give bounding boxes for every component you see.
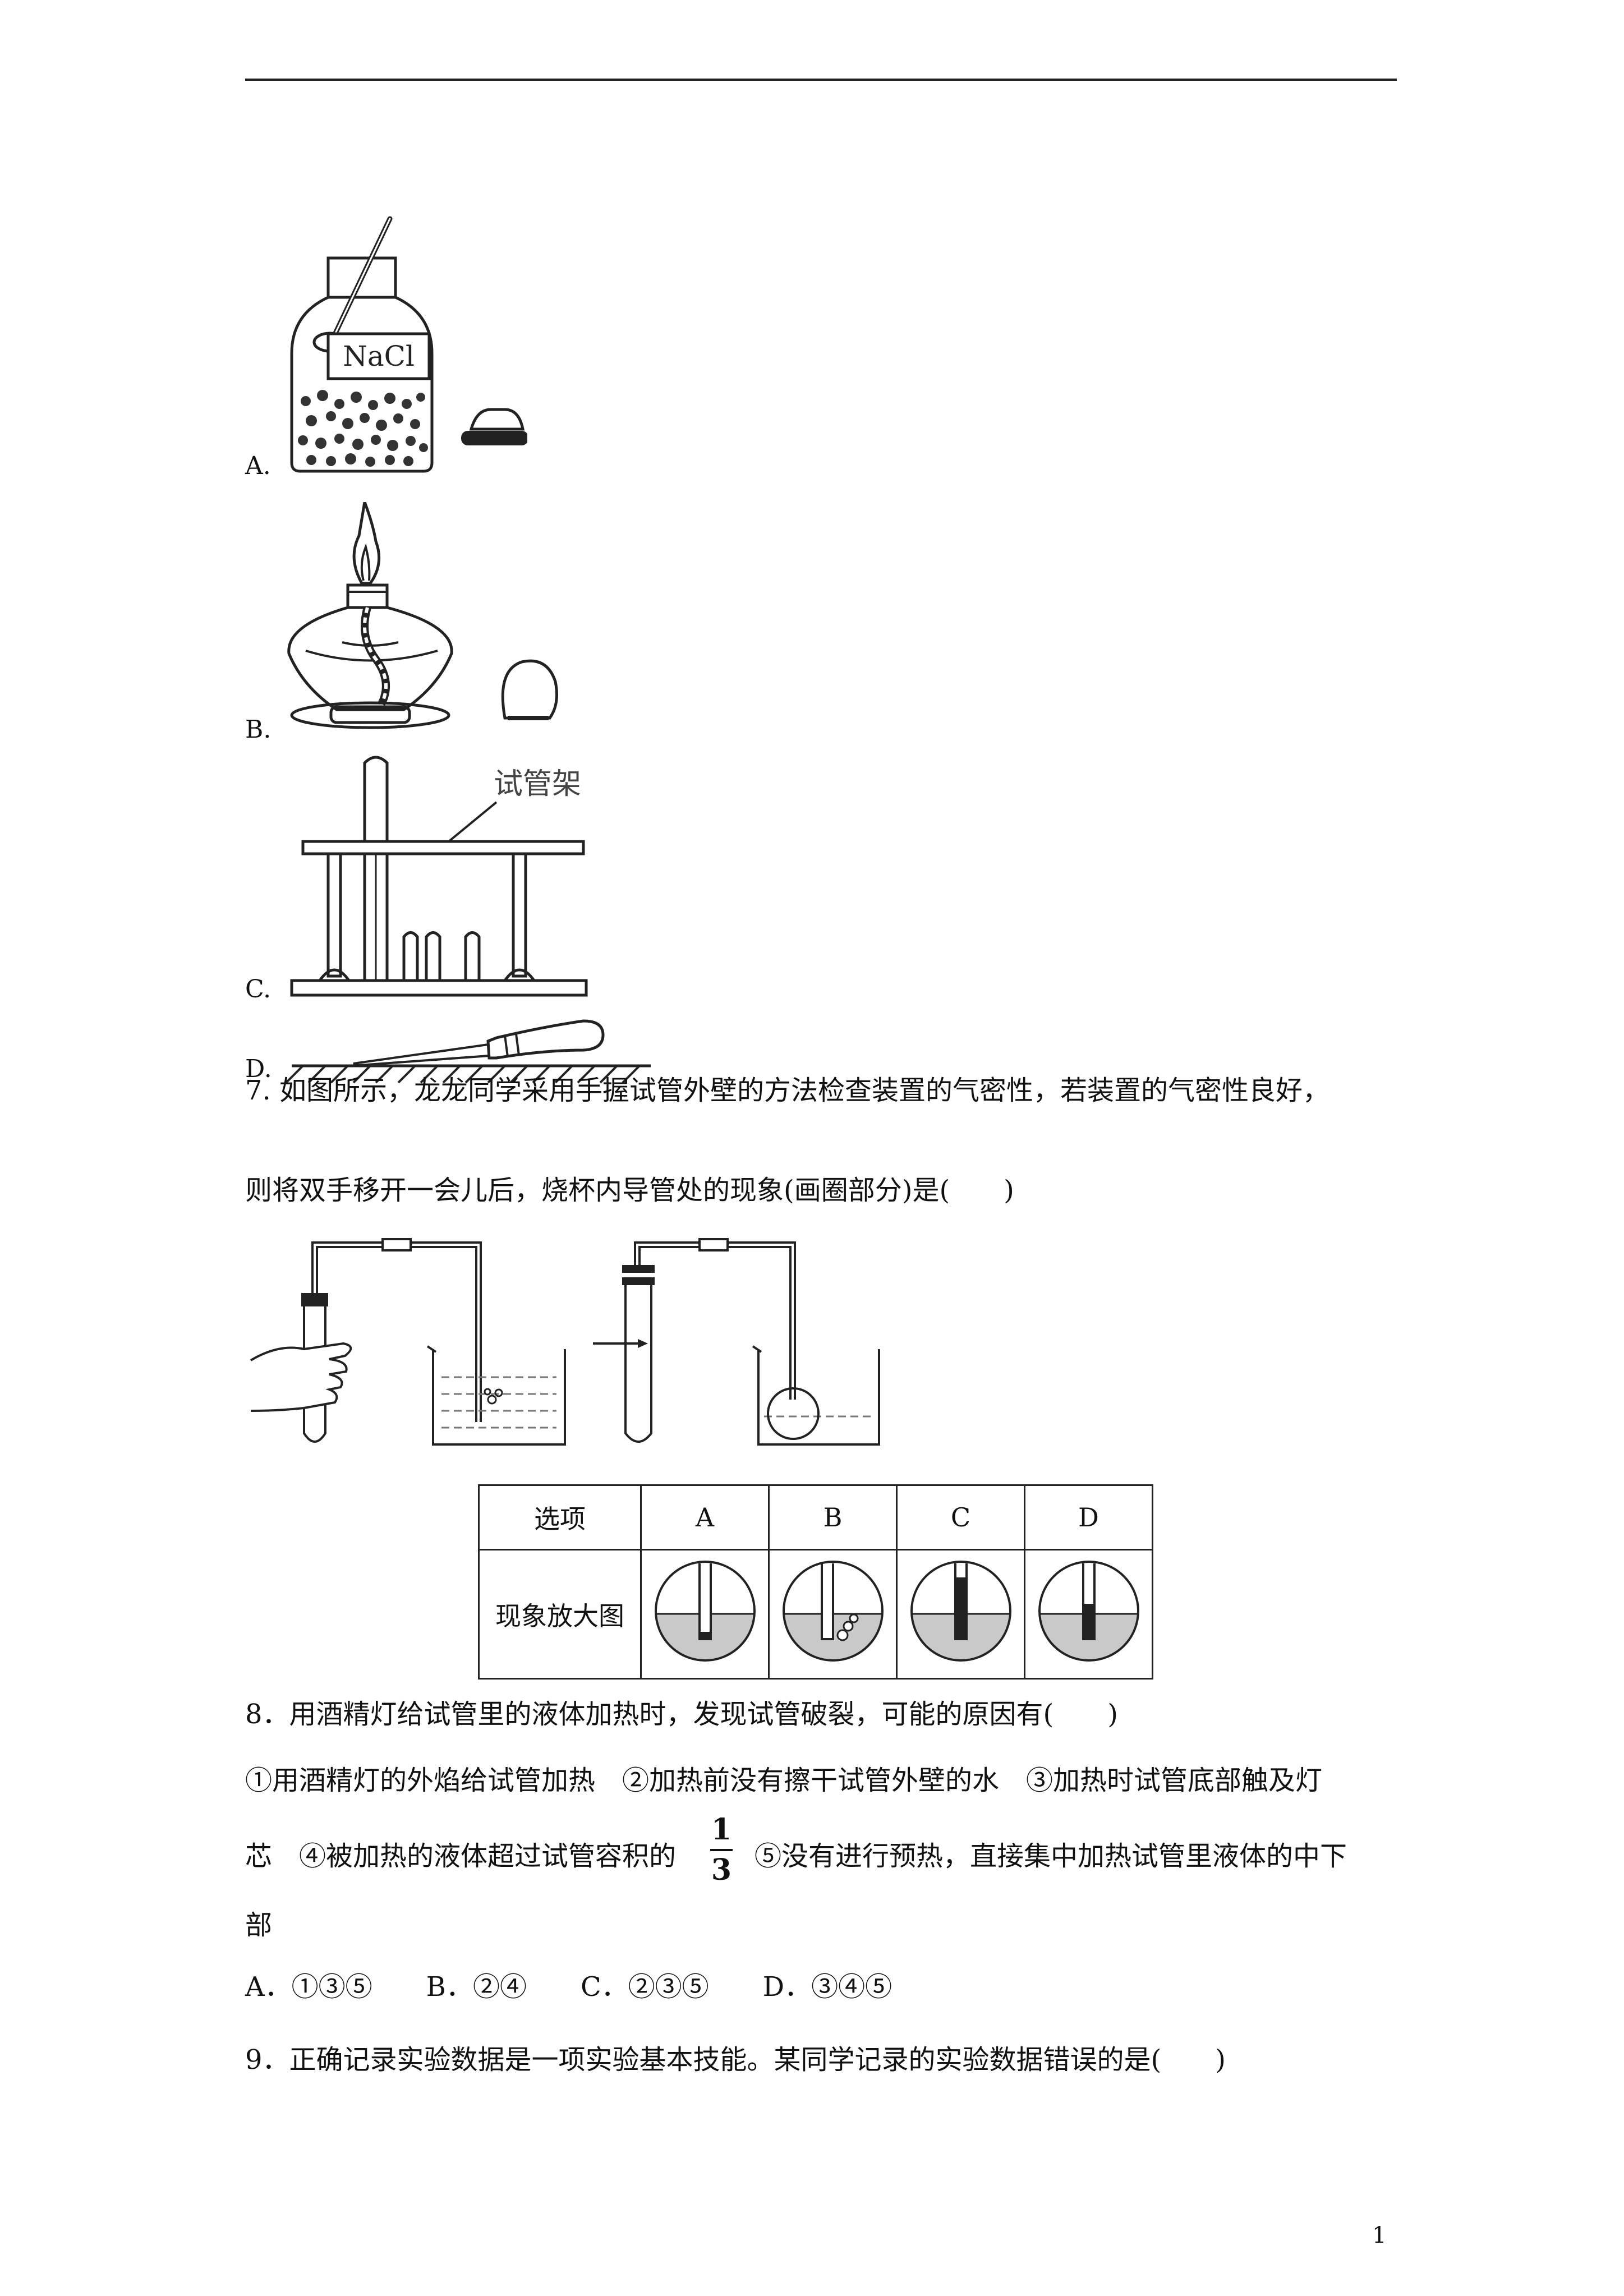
- magnified-circle-b: [782, 1561, 884, 1662]
- fraction-bar: [710, 1849, 733, 1851]
- table-choice-c: C: [896, 1484, 1025, 1550]
- magnified-view-d: [1024, 1549, 1153, 1680]
- table-choice-d: D: [1024, 1484, 1153, 1550]
- q7-line-1: 7. 如图所示，龙龙同学采用手握试管外壁的方法检查装置的气密性，若装置的气密性良…: [245, 1075, 1330, 1106]
- option-d-label: D.: [245, 1055, 272, 1083]
- table-row-label: 现象放大图: [478, 1549, 642, 1680]
- q9-stem: 9．正确记录实验数据是一项实验基本技能。某同学记录的实验数据错误的是( ): [245, 2044, 1226, 2076]
- q8-line-1: ①用酒精灯的外焰给试管加热 ②加热前没有擦干试管外壁的水 ③加热时试管底部触及灯: [245, 1765, 1323, 1796]
- rack-label: 试管架: [494, 767, 581, 801]
- table-choice-b: B: [768, 1484, 898, 1550]
- magnified-view-a: [640, 1549, 770, 1680]
- q8-line-2b: ⑤没有进行预热，直接集中加热试管里液体的中下: [755, 1841, 1347, 1872]
- header-rule: [245, 79, 1397, 81]
- q8-stem: 8．用酒精灯给试管里的液体加热时，发现试管破裂，可能的原因有( ): [245, 1699, 1118, 1730]
- q8-line-2a: 芯 ④被加热的液体超过试管容积的: [245, 1841, 677, 1872]
- magnified-circle-c: [910, 1561, 1011, 1662]
- page-number: 1: [1372, 2223, 1387, 2248]
- option-a-label: A.: [245, 452, 271, 480]
- magnified-view-b: [768, 1549, 898, 1680]
- dropper-figure: [285, 1019, 651, 1084]
- alcohol-lamp-figure: [287, 502, 558, 729]
- q7-options-table: 选项 A B C D 现象放大图: [478, 1484, 1153, 1680]
- nacl-label: NaCl: [343, 340, 415, 372]
- fraction-denominator: 3: [711, 1853, 732, 1887]
- q8-line-3: 部: [245, 1910, 273, 1941]
- q8-choices: A．①③⑤ B．②④ C．②③⑤ D．③④⑤: [245, 1971, 892, 2003]
- test-tube-rack-figure: 试管架: [290, 756, 588, 997]
- option-b-label: B.: [245, 715, 272, 744]
- option-c-label: C.: [245, 975, 272, 1004]
- q7-line-2: 则将双手移开一会儿后，烧杯内导管处的现象(画圈部分)是( ): [245, 1175, 1014, 1206]
- magnified-circle-a: [654, 1561, 756, 1662]
- reagent-bottle-figure: NaCl: [290, 216, 527, 473]
- table-header-label: 选项: [478, 1484, 642, 1550]
- magnified-view-c: [896, 1549, 1025, 1680]
- fraction-numerator: 1: [711, 1812, 732, 1847]
- fraction-one-third: 1 3: [710, 1815, 733, 1885]
- table-choice-a: A: [640, 1484, 770, 1550]
- airtightness-apparatus-figure: [250, 1238, 880, 1446]
- magnified-circle-d: [1038, 1561, 1139, 1662]
